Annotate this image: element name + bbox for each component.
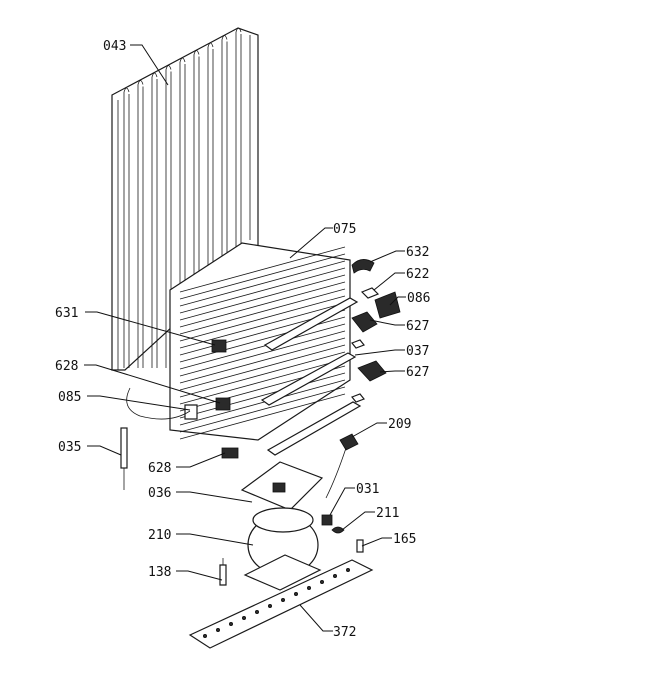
evaporator-fin	[179, 295, 346, 342]
plate-hole	[293, 592, 298, 597]
evaporator-fin	[179, 386, 346, 433]
label-165: 165	[393, 532, 416, 547]
label-627-upper: 627	[406, 319, 429, 334]
bracket-086	[374, 291, 401, 319]
evaporator-fin	[179, 358, 346, 405]
plate-hole	[280, 598, 285, 603]
fitting-628-upper	[215, 397, 231, 411]
evaporator-fin	[179, 246, 346, 293]
base-plate-372	[188, 559, 374, 649]
plate-holes	[202, 568, 350, 639]
bracket-627-upper	[351, 311, 378, 333]
plate-hole	[306, 586, 311, 591]
label-075: 075	[333, 222, 356, 237]
plate-hole	[228, 622, 233, 627]
label-031: 031	[356, 482, 379, 497]
evaporator-fin	[179, 372, 346, 419]
evaporator-fin	[179, 379, 346, 426]
evaporator-fin	[179, 330, 346, 377]
label-086: 086	[407, 291, 430, 306]
callout-labels: 043 075 632 622 086 631 627 037 628 627 …	[55, 39, 430, 640]
evaporator-fin	[179, 274, 346, 321]
label-036: 036	[148, 486, 171, 501]
leader-lines	[84, 44, 406, 632]
evaporator-fin	[179, 302, 346, 349]
label-209: 209	[388, 417, 411, 432]
label-085: 085	[58, 390, 81, 405]
compressor-210	[243, 507, 322, 591]
valve-085	[126, 387, 198, 420]
condenser-bend	[235, 27, 242, 33]
clip-211	[331, 526, 345, 534]
plate-hole	[254, 610, 259, 615]
label-372: 372	[333, 625, 356, 640]
label-622: 622	[406, 267, 429, 282]
condenser-bend	[165, 65, 172, 70]
plate-hole	[332, 574, 337, 579]
bracket-627-lower	[357, 360, 387, 382]
fitting-631	[211, 339, 227, 353]
evaporator-fin	[179, 288, 346, 335]
evaporator-fin	[179, 253, 346, 300]
plug-209	[325, 433, 359, 499]
small-clips	[351, 339, 365, 403]
condenser-bend	[151, 72, 158, 78]
plate-hole	[267, 604, 272, 609]
plate-hole	[202, 634, 207, 639]
tube-037	[260, 297, 362, 456]
label-631: 631	[55, 306, 78, 321]
label-210: 210	[148, 528, 171, 543]
relay-031	[321, 514, 333, 526]
evaporator-fin	[179, 267, 346, 314]
evaporator-fin	[179, 344, 346, 391]
fitting-628-lower	[221, 447, 239, 459]
condenser-bend	[179, 57, 186, 63]
label-037: 037	[406, 344, 429, 359]
evaporator-fin	[179, 281, 346, 328]
cover-036	[240, 461, 324, 511]
condenser-bend	[207, 42, 214, 48]
condenser-bend	[123, 87, 130, 93]
plate-hole	[345, 568, 350, 573]
condenser-bend	[221, 35, 228, 40]
drier-035	[120, 427, 128, 490]
plate-hole	[215, 628, 220, 633]
evaporator-fin	[179, 351, 346, 398]
label-628-lower: 628	[148, 461, 171, 476]
evaporator-fin	[179, 323, 346, 370]
clip-632	[351, 259, 375, 274]
label-138: 138	[148, 565, 171, 580]
evaporator-fin	[179, 393, 346, 440]
part-138	[219, 558, 227, 586]
condenser-bends	[123, 27, 242, 93]
label-035: 035	[58, 440, 81, 455]
condenser-bend	[193, 50, 200, 55]
label-632: 632	[406, 245, 429, 260]
label-211: 211	[376, 506, 399, 521]
clip-622	[360, 287, 380, 299]
condenser-bend	[137, 80, 144, 85]
plate-hole	[319, 580, 324, 585]
label-627-lower: 627	[406, 365, 429, 380]
plate-hole	[241, 616, 246, 621]
label-043: 043	[103, 39, 126, 54]
label-628-upper: 628	[55, 359, 78, 374]
evaporator-075	[169, 242, 362, 456]
evaporator-fin	[179, 337, 346, 384]
evaporator-fin	[179, 260, 346, 307]
